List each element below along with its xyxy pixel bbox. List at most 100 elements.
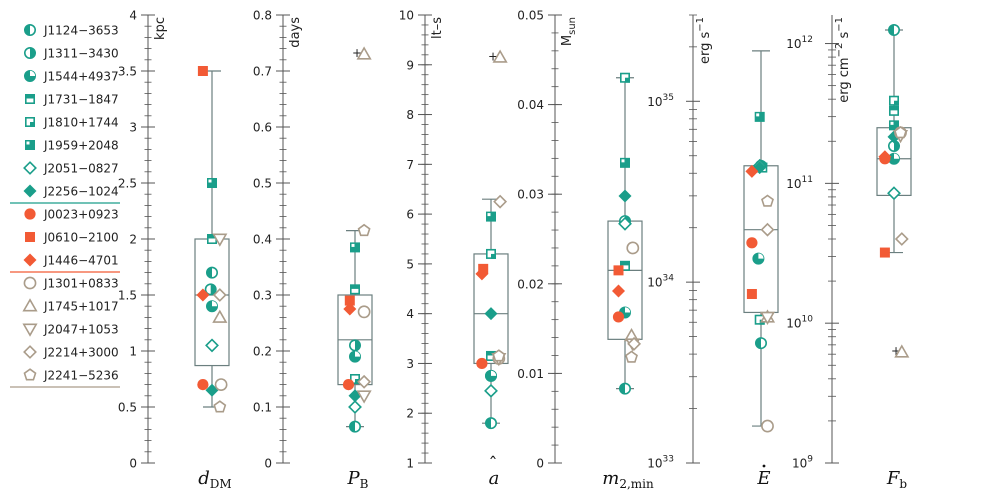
point-j1959p2048 (620, 157, 630, 168)
point-j1731m1847 (349, 284, 360, 295)
tick-exponent: 35 (663, 93, 674, 103)
tick-label: 0 (264, 457, 272, 471)
tick-label: 3.5 (118, 65, 137, 79)
hat-accent: ˆ (489, 454, 498, 475)
point-j1544p4937 (887, 152, 900, 165)
legend-label-j2051m0827: J2051−0827 (43, 162, 119, 176)
legend-marker-j1731m1847 (24, 94, 35, 105)
point-j1959p2048 (486, 211, 496, 222)
tick-label: 1035 (647, 93, 674, 109)
point-j1124m3653 (206, 266, 219, 279)
point-j2214p3000 (627, 336, 642, 351)
point-j2051m0827 (348, 400, 362, 414)
box-plot: + (337, 46, 373, 428)
legend-marker-j1959p2048 (25, 140, 35, 150)
unit-label: erg s−1 (695, 17, 713, 64)
tick-label: 1012 (786, 35, 813, 51)
data-points (745, 111, 776, 433)
unit-label: days (288, 17, 303, 48)
tick-exponent: 33 (663, 455, 674, 465)
point-j2051m0827 (484, 383, 498, 398)
point-j0023p0923 (342, 379, 355, 391)
data-points (196, 66, 228, 413)
tick-label: 8 (406, 108, 414, 122)
point-j2051m0827 (618, 216, 632, 231)
point-j2214p3000 (357, 374, 372, 389)
point-j0023p0923 (746, 237, 758, 249)
point-j0023p0923 (476, 357, 488, 370)
tick-label: 3 (129, 121, 137, 135)
legend-marker-j1745p1017 (22, 298, 38, 312)
tick-label: 2 (129, 233, 137, 247)
tick-label: 1 (129, 345, 137, 359)
panel-label: a (489, 468, 500, 489)
point-j1544p4937 (752, 252, 765, 265)
chart-panels: 00.511.522.533.54kpcdDM00.10.20.30.40.50… (118, 9, 912, 491)
tick-exponent: 11 (802, 175, 813, 185)
tick-label: 0.8 (253, 9, 272, 23)
legend-marker-j2214p3000 (23, 345, 37, 359)
legend-label-j1446m4701: J1446−4701 (43, 254, 119, 268)
tick-label: 0.03 (517, 188, 544, 202)
legend-label-j1810p1744: J1810+1744 (43, 116, 119, 130)
tick-label: 0.04 (517, 98, 544, 112)
legend-marker-j2051m0827 (23, 161, 37, 175)
legend-marker-j1544p4937 (23, 70, 36, 83)
point-j2241m5236 (213, 400, 227, 413)
point-j1446m4701 (196, 288, 210, 302)
point-j1959p2048 (889, 120, 899, 131)
tick-label: 0.2 (253, 345, 272, 359)
point-j2051m0827 (887, 186, 901, 201)
panel-label: PB (347, 468, 369, 491)
point-j1544p4937 (206, 300, 219, 313)
tick-label: 109 (792, 455, 813, 471)
point-j2241m5236 (625, 350, 638, 363)
legend-label-j1544p4937: J1544+4937 (43, 70, 119, 84)
legend-label-j0610m2100: J0610−2100 (43, 231, 119, 245)
tick-label: 0.7 (253, 65, 272, 79)
point-j2214p3000 (760, 222, 775, 237)
legend-marker-j1311m3430 (23, 46, 36, 59)
panel-label: m2,min (602, 468, 654, 491)
legend-marker-j0023p0923 (24, 208, 36, 220)
data-points (475, 49, 508, 430)
point-j1745p1017 (492, 49, 508, 63)
point-j0023p0923 (197, 379, 209, 391)
legend-label-j2241m5236: J2241−5236 (43, 369, 119, 383)
legend-marker-j2047p1053 (22, 323, 38, 337)
legend-label-j2214p3000: J2214+3000 (43, 346, 119, 360)
point-j1446m4701 (343, 302, 357, 316)
point-j1311m3430 (204, 283, 217, 296)
dot-accent (762, 464, 766, 468)
legend-marker-j1810p1744 (24, 117, 35, 128)
unit-label: lt–s (430, 17, 445, 39)
point-j1301p0833 (626, 241, 640, 255)
data-points (878, 23, 910, 358)
tick-label: 1033 (647, 455, 674, 471)
tick-label: 10 (399, 9, 414, 23)
tick-label: 6 (406, 208, 414, 222)
point-j2047p1053 (356, 390, 372, 404)
point-j1810p1744 (485, 248, 496, 259)
point-j0610m2100 (746, 288, 757, 299)
point-j1311m3430 (348, 339, 361, 352)
tick-label: 1.5 (118, 289, 137, 303)
tick-exponent: 9 (807, 455, 813, 465)
tick-exponent: 10 (802, 315, 814, 325)
tick-exponent: 12 (802, 35, 813, 45)
outlier-mark: + (488, 49, 498, 63)
legend-marker-j0610m2100 (25, 232, 35, 242)
point-j1301p0833 (214, 378, 228, 391)
data-points (342, 46, 372, 433)
point-j1745p1017 (894, 344, 910, 358)
legend-marker-j1301p0833 (23, 276, 37, 290)
point-j2051m0827 (205, 338, 219, 353)
tick-exponent: 34 (663, 274, 675, 284)
point-j1124m3653 (484, 417, 497, 430)
tick-label: 0.3 (253, 289, 272, 303)
